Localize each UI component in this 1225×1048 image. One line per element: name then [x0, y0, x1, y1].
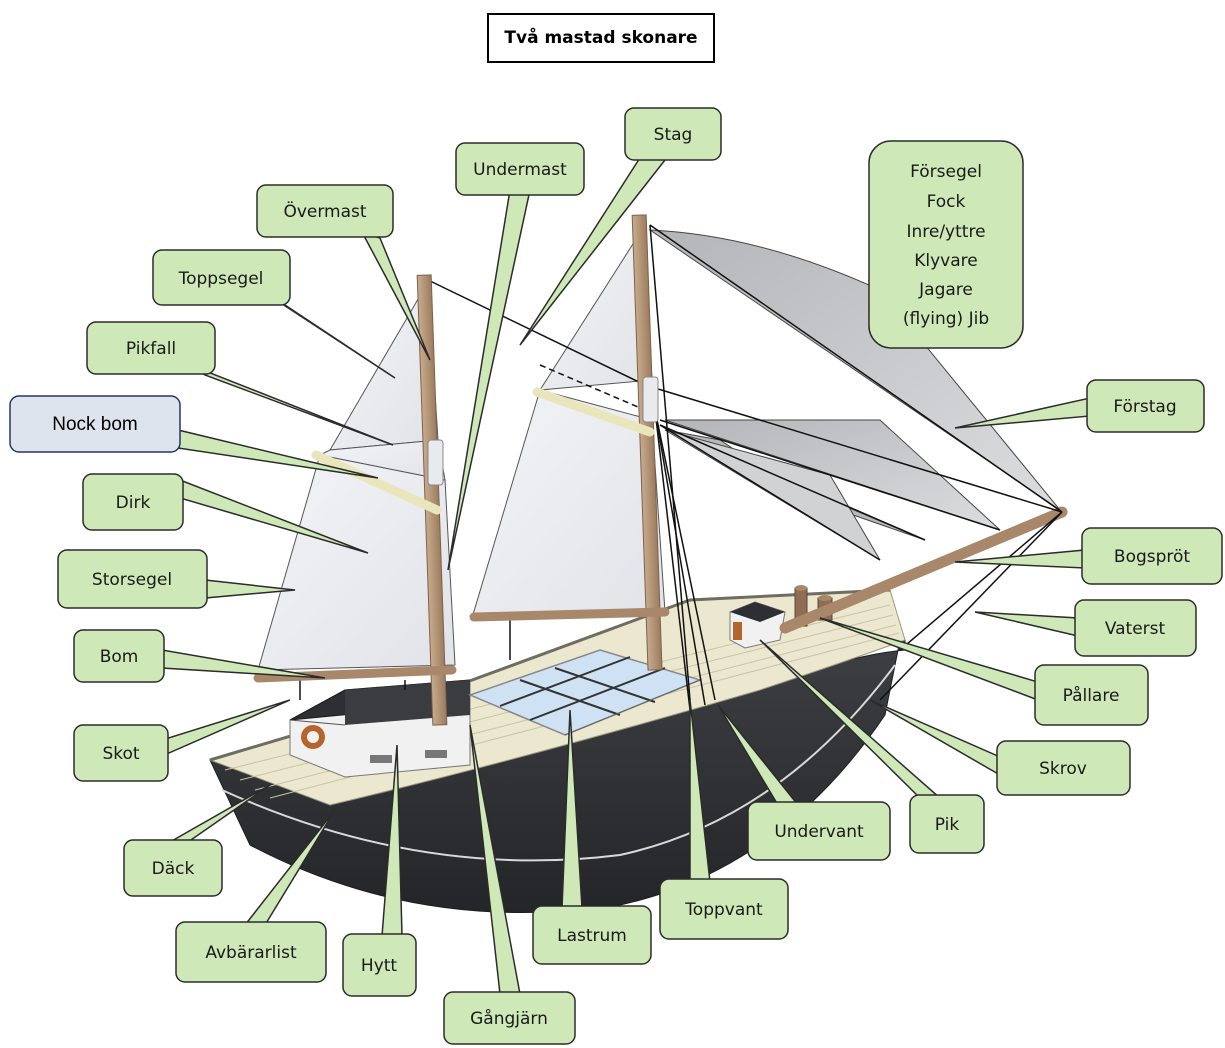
callout-vaterst: Vaterst — [974, 599, 1197, 657]
label-stag: Stag — [654, 125, 693, 145]
callout-bom: Bom — [73, 629, 326, 683]
label-hytt: Hytt — [361, 956, 398, 976]
label-avbararlist: Avbärarlist — [205, 943, 297, 963]
label-pallare: Pållare — [1063, 685, 1120, 706]
label-dack: Däck — [152, 859, 195, 879]
callout-lastrum: Lastrum — [532, 709, 652, 965]
sail-type-5: Jagare — [918, 280, 973, 300]
fore-mast-band — [642, 376, 659, 423]
callout-skot: Skot — [73, 699, 291, 782]
label-skot: Skot — [102, 744, 139, 764]
sail-type-3: Inre/yttre — [906, 222, 985, 242]
rigging — [299, 224, 1063, 711]
callout-hytt: Hytt — [342, 744, 417, 997]
aft-mast-band — [427, 439, 444, 486]
callout-skrov: Skrov — [869, 699, 1131, 796]
label-bom: Bom — [100, 647, 139, 667]
callout-avbararlist: Avbärarlist — [175, 809, 336, 983]
callout-toppsegel: Toppsegel — [152, 249, 396, 379]
callout-pallare: Pållare — [819, 617, 1149, 726]
label-pik: Pik — [935, 815, 960, 835]
label-lastrum: Lastrum — [557, 926, 627, 946]
ship-artwork — [208, 214, 1068, 913]
callout-undervant: Undervant — [717, 704, 891, 861]
label-bogsprot: Bogspröt — [1114, 547, 1191, 567]
callout-undermast: Undermast — [447, 142, 585, 571]
callout-dirk: Dirk — [82, 473, 369, 554]
cargo-hatch — [467, 649, 703, 736]
sail-type-4: Klyvare — [914, 251, 977, 271]
callout-pikfall: Pikfall — [86, 321, 394, 446]
label-storsegel: Storsegel — [92, 570, 172, 590]
label-undervant: Undervant — [774, 822, 864, 842]
callout-nock-bom: Nock bom — [9, 395, 379, 479]
sail-type-1: Försegel — [910, 162, 982, 182]
label-skrov: Skrov — [1039, 759, 1087, 779]
label-gangjarn: Gångjärn — [470, 1008, 548, 1029]
label-toppsegel: Toppsegel — [178, 269, 264, 289]
label-overmast: Övermast — [283, 200, 366, 222]
callout-dack: Däck — [123, 784, 271, 897]
hull-stripe — [221, 664, 896, 862]
callout-stag: Stag — [519, 107, 722, 346]
callout-layer: Stag Undermast Övermast Toppsegel Pikfal… — [9, 107, 1223, 1045]
sail-type-6: (flying) Jib — [903, 309, 989, 329]
diagram-title: Två mastad skonare — [487, 13, 715, 63]
sail-types-box: Försegel Fock Inre/yttre Klyvare Jagare … — [868, 140, 1024, 349]
fore-boom — [469, 607, 670, 622]
bowsprit — [779, 506, 1068, 634]
callout-toppvant: Toppvant — [659, 699, 789, 940]
label-dirk: Dirk — [116, 493, 151, 513]
callout-forstag: Förstag — [954, 379, 1205, 433]
fore-gaff — [532, 387, 655, 437]
fore-mast — [631, 214, 663, 671]
label-toppvant: Toppvant — [684, 900, 763, 920]
callout-bogsprot: Bogspröt — [954, 527, 1223, 585]
aft-boom — [253, 665, 457, 683]
label-forstag: Förstag — [1113, 397, 1176, 417]
callout-pik: Pik — [759, 639, 985, 854]
sail-type-2: Fock — [927, 192, 966, 212]
label-vaterst: Vaterst — [1105, 619, 1166, 639]
label-nock-bom: Nock bom — [52, 414, 138, 435]
aft-gaff — [311, 450, 442, 515]
callout-gangjarn: Gångjärn — [443, 724, 576, 1045]
label-undermast: Undermast — [473, 160, 567, 180]
forward-housing — [729, 601, 786, 649]
callout-overmast: Övermast — [256, 184, 431, 361]
callout-storsegel: Storsegel — [57, 549, 296, 609]
label-pikfall: Pikfall — [126, 339, 176, 359]
